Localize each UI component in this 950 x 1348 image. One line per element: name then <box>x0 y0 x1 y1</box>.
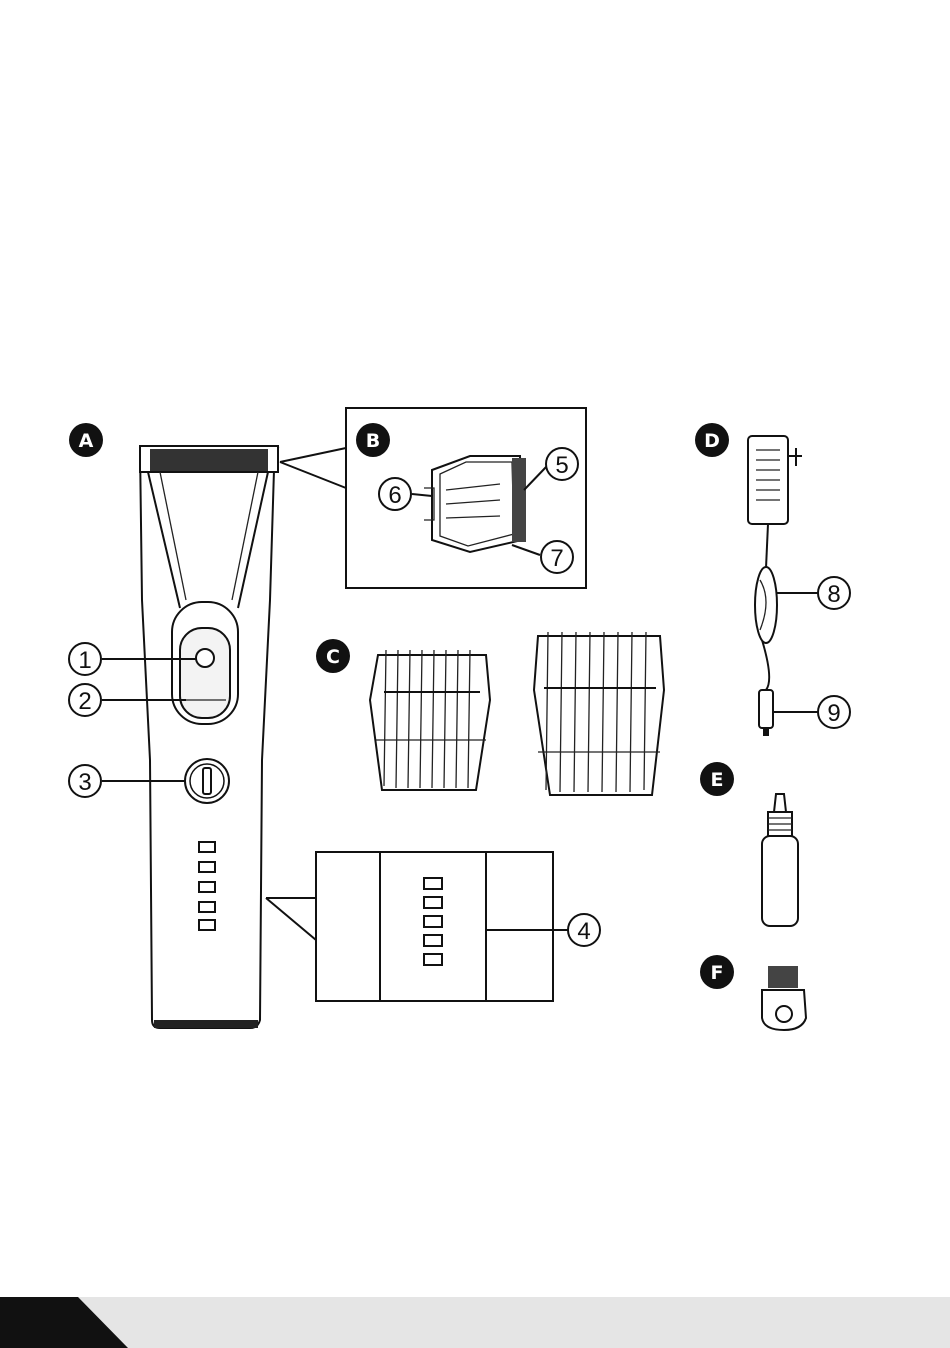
section-badge-d: D <box>695 423 729 457</box>
callout-1: 1 <box>69 643 101 675</box>
comb-small <box>370 650 490 790</box>
callout-5: 5 <box>546 448 578 480</box>
svg-text:7: 7 <box>550 545 563 572</box>
cleaning-brush <box>762 966 806 1030</box>
comb-large <box>534 632 664 795</box>
svg-text:F: F <box>711 962 724 984</box>
battery-indicator-small <box>199 842 215 930</box>
section-badge-f: F <box>700 955 734 989</box>
speed-button <box>185 759 229 803</box>
svg-text:5: 5 <box>555 452 568 479</box>
clipper-body <box>140 446 278 1028</box>
svg-text:A: A <box>79 430 94 452</box>
svg-text:4: 4 <box>577 918 590 945</box>
svg-text:9: 9 <box>827 700 840 727</box>
charger-cable <box>755 567 777 690</box>
charging-plug <box>759 690 773 736</box>
callout-3: 3 <box>69 765 101 797</box>
svg-text:3: 3 <box>78 769 91 796</box>
oil-bottle <box>762 794 798 926</box>
callout-9: 9 <box>818 696 850 728</box>
section-badge-a: A <box>69 423 103 457</box>
svg-text:B: B <box>366 430 380 452</box>
clipper-blade-teeth <box>150 449 268 471</box>
svg-text:8: 8 <box>827 581 840 608</box>
charger-adapter <box>748 436 802 568</box>
callout-7: 7 <box>541 541 573 573</box>
callout-2: 2 <box>69 684 101 716</box>
footer-band <box>0 1297 950 1348</box>
svg-text:2: 2 <box>78 688 91 715</box>
section-badge-e: E <box>700 762 734 796</box>
section-badge-b: B <box>356 423 390 457</box>
battery-indicator-detail <box>316 852 553 1001</box>
power-switch <box>172 602 238 724</box>
svg-text:1: 1 <box>78 647 91 674</box>
callout-8: 8 <box>818 577 850 609</box>
callout-6: 6 <box>379 478 411 510</box>
callout-4: 4 <box>568 914 600 946</box>
svg-text:C: C <box>326 646 340 668</box>
svg-text:E: E <box>711 769 724 791</box>
svg-text:D: D <box>704 430 720 452</box>
svg-text:6: 6 <box>388 482 401 509</box>
section-badge-c: C <box>316 639 350 673</box>
